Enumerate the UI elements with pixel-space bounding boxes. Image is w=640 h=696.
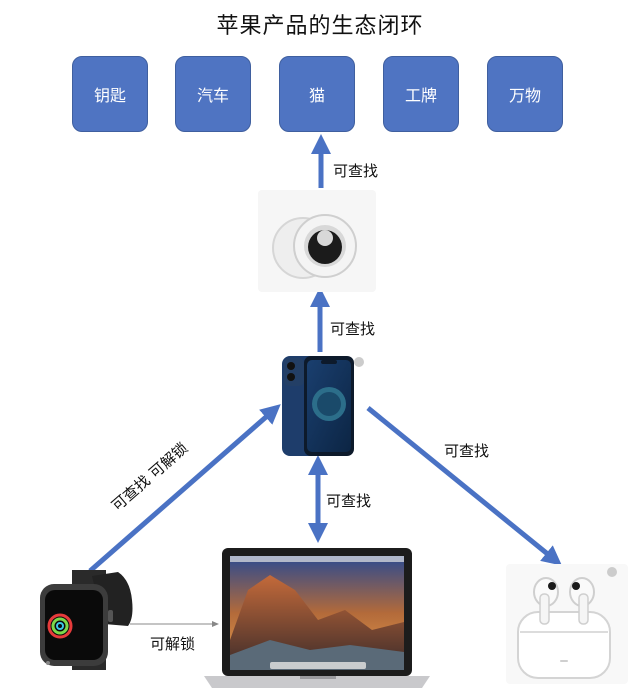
label-watch-mac-unlock: 可解锁 xyxy=(150,635,196,653)
item-box-keys: 钥匙 xyxy=(72,56,148,132)
label-airtag-find: 可查找 xyxy=(333,162,379,180)
macbook-image xyxy=(204,548,430,688)
airpods-image xyxy=(506,564,628,684)
label-iphone-mac-find: 可查找 xyxy=(326,492,372,510)
label-iphone-airpods-find: 可查找 xyxy=(444,442,490,460)
item-box-car: 汽车 xyxy=(175,56,251,132)
item-box-badge: 工牌 xyxy=(383,56,459,132)
label-iphone-airtag-find: 可查找 xyxy=(330,320,376,338)
item-box-cat: 猫 xyxy=(279,56,355,132)
apple-watch-image xyxy=(40,570,133,670)
arrow-watch-to-iphone xyxy=(88,404,281,573)
item-box-everything: 万物 xyxy=(487,56,563,132)
diagram-title: 苹果产品的生态闭环 xyxy=(216,14,424,39)
iphone-image xyxy=(282,356,364,456)
arrow-iphone-to-airpods xyxy=(366,406,562,566)
airtag-image xyxy=(258,190,376,292)
